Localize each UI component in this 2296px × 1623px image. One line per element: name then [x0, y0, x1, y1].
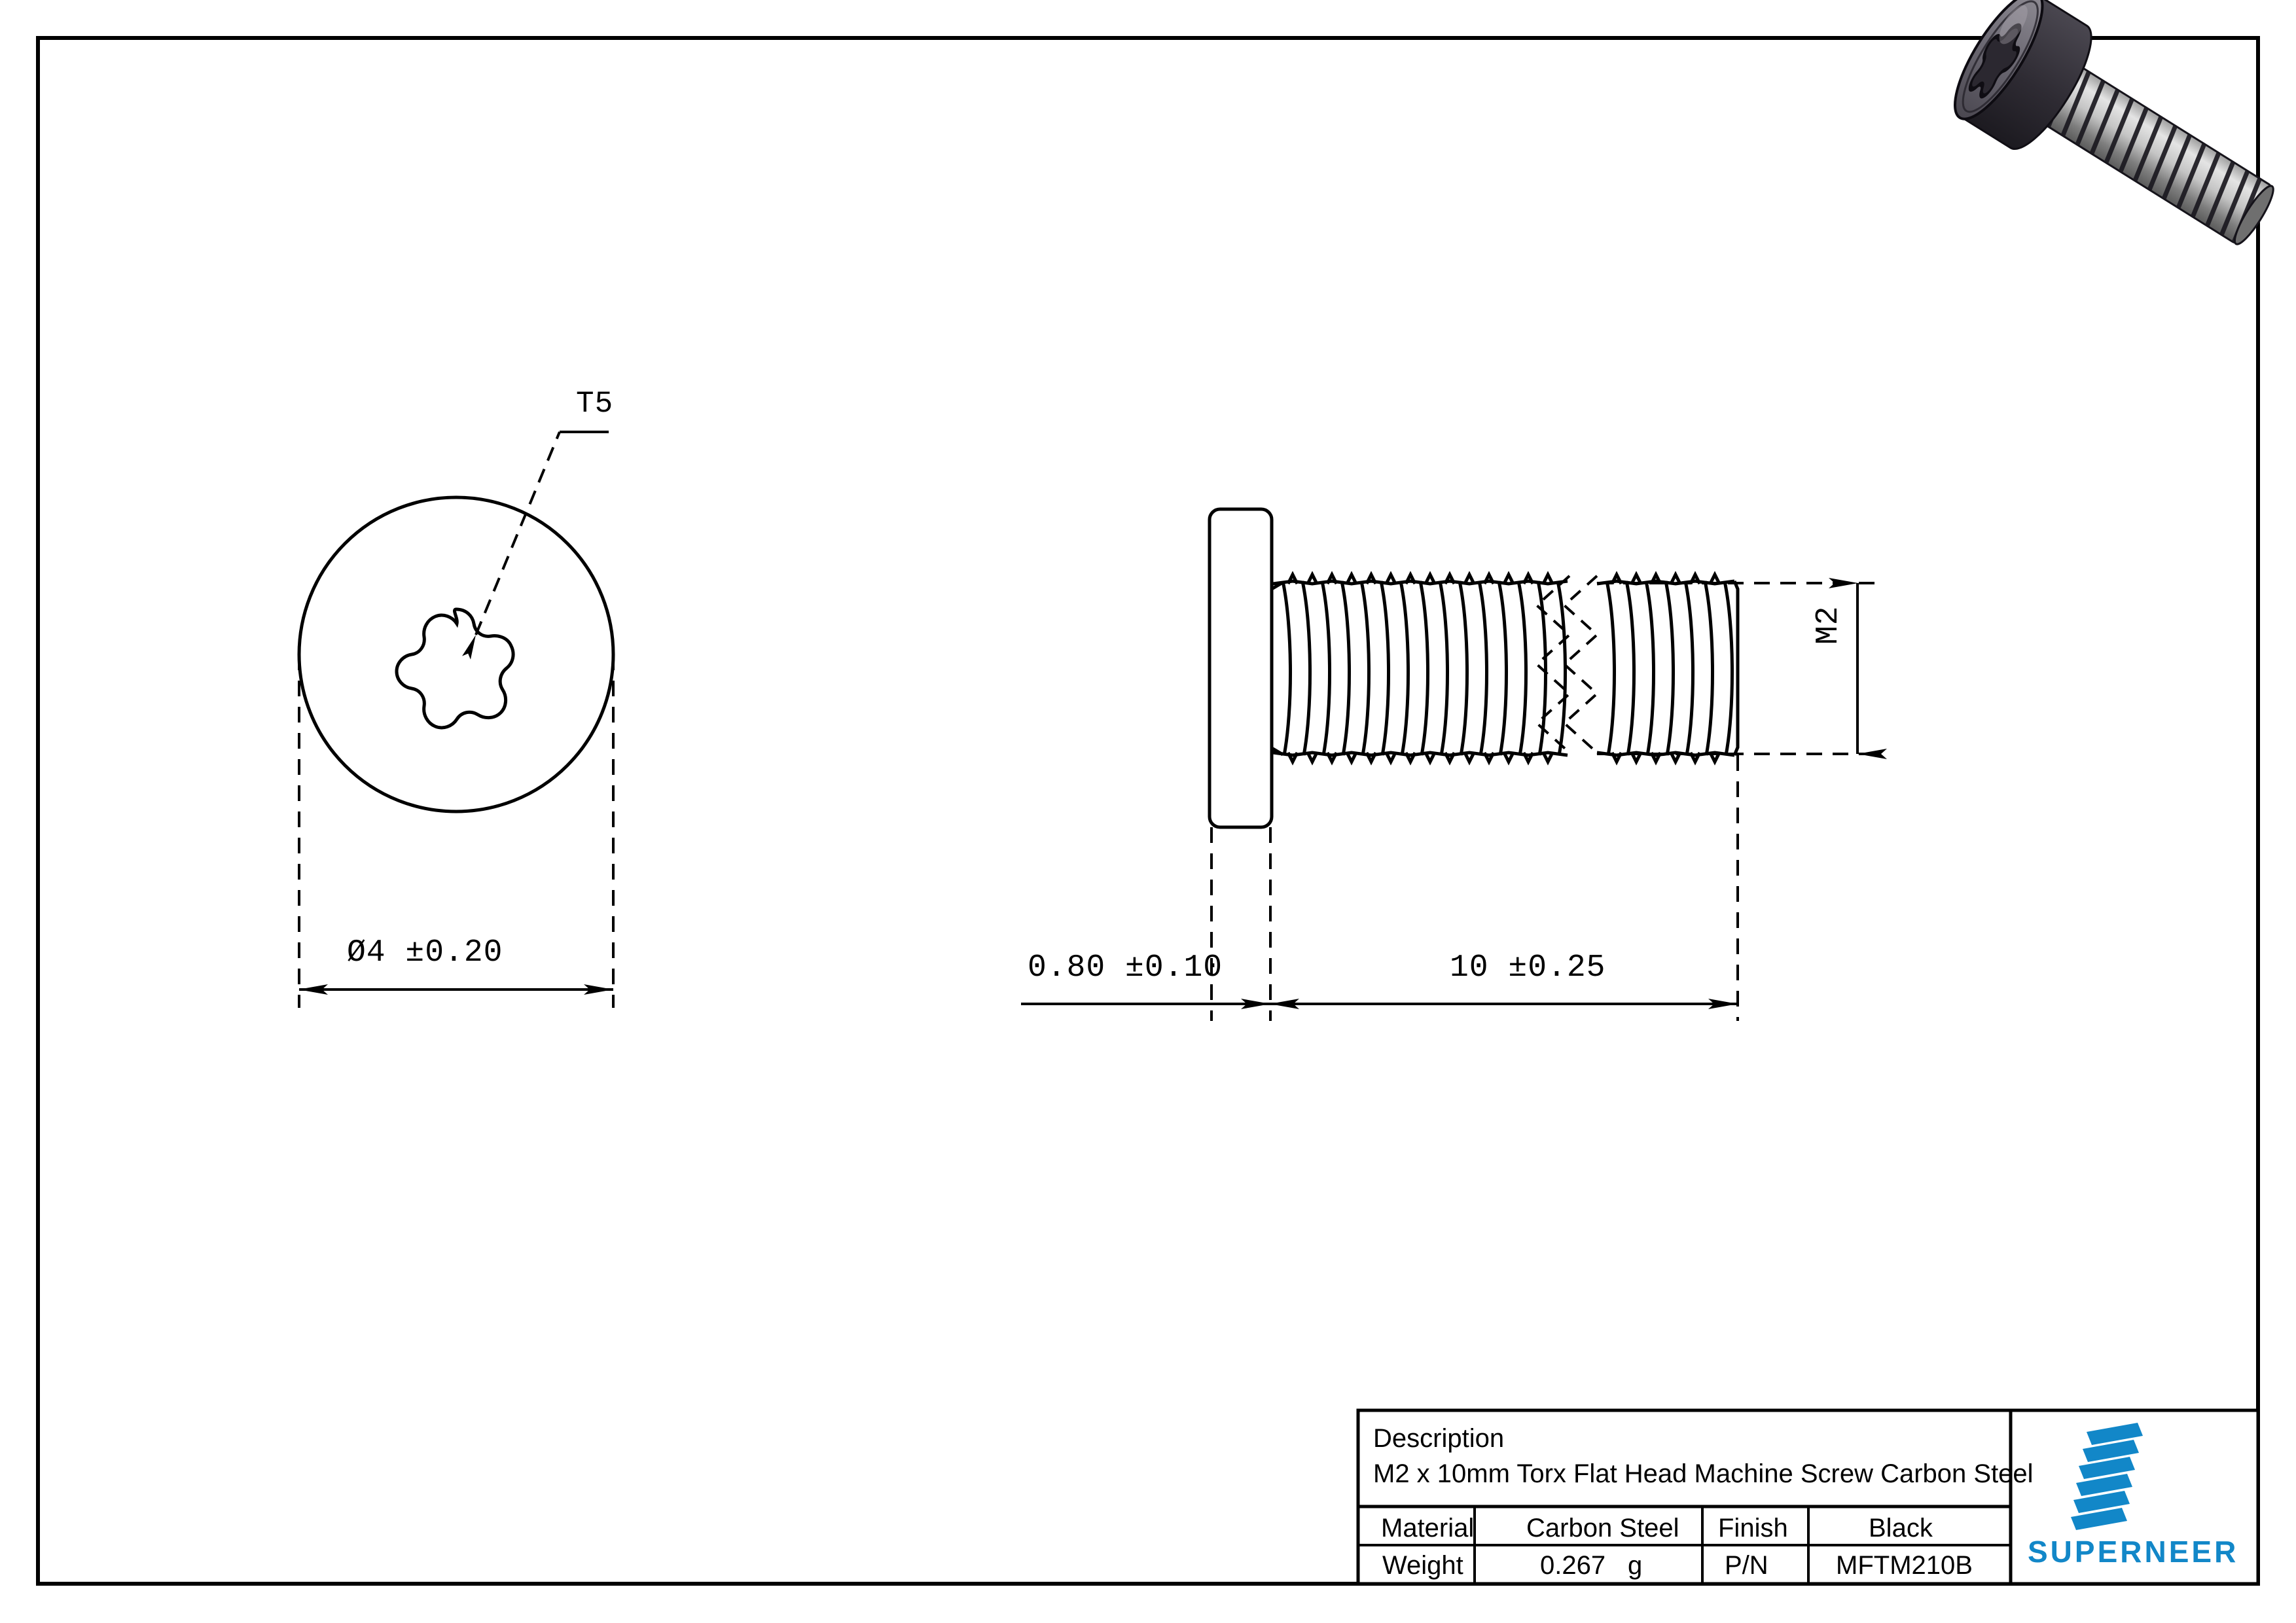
head-outline-circle — [297, 495, 615, 813]
side-view-screw-profile — [1021, 507, 1887, 1021]
shank-left-envelope — [1270, 580, 1284, 757]
drive-callout-t5: T5 — [576, 387, 614, 421]
iso-head-highlight — [1999, 5, 2028, 45]
superneer-wordmark: SUPERNEER — [2028, 1535, 2239, 1569]
weight-unit: g — [1628, 1551, 1643, 1580]
sheet-border — [36, 36, 2260, 1586]
weight-value: 0.267 — [1540, 1551, 1606, 1580]
iso-torx-socket — [1968, 23, 2022, 99]
superneer-logo-mark — [2071, 1423, 2143, 1530]
description-value: M2 x 10mm Torx Flat Head Machine Screw C… — [1373, 1459, 2034, 1488]
part-number-value: MFTM210B — [1836, 1551, 1973, 1580]
head-thickness-dimension-text: 0.80 ±0.10 — [1028, 950, 1223, 986]
torx-socket-profile — [395, 607, 515, 730]
material-label: Material — [1381, 1514, 1475, 1543]
part-number-label: P/N — [1725, 1551, 1768, 1580]
finish-label: Finish — [1718, 1514, 1788, 1543]
thread-size-dimension-text: M2 — [1811, 605, 1846, 645]
front-view-head-face — [297, 431, 615, 1008]
break-line-right — [1562, 575, 1599, 754]
iso-head-rim — [1962, 0, 2039, 113]
weight-label: Weight — [1382, 1551, 1463, 1580]
thread-left-segment — [1272, 571, 1568, 766]
iso-head-side — [1959, 0, 2092, 150]
diameter-dimension-text: Ø4 ±0.20 — [347, 935, 503, 971]
material-value: Carbon Steel — [1526, 1514, 1679, 1543]
length-dimension-text: 10 ±0.25 — [1450, 950, 1606, 986]
iso-shank-end — [2233, 185, 2274, 245]
finish-value: Black — [1869, 1514, 1933, 1543]
isometric-screw-render — [1954, 0, 2274, 245]
description-label: Description — [1373, 1424, 1505, 1453]
t5-leader-line — [462, 431, 561, 660]
head-profile-rect — [1208, 507, 1274, 829]
thread-right-segment — [1596, 571, 1740, 766]
